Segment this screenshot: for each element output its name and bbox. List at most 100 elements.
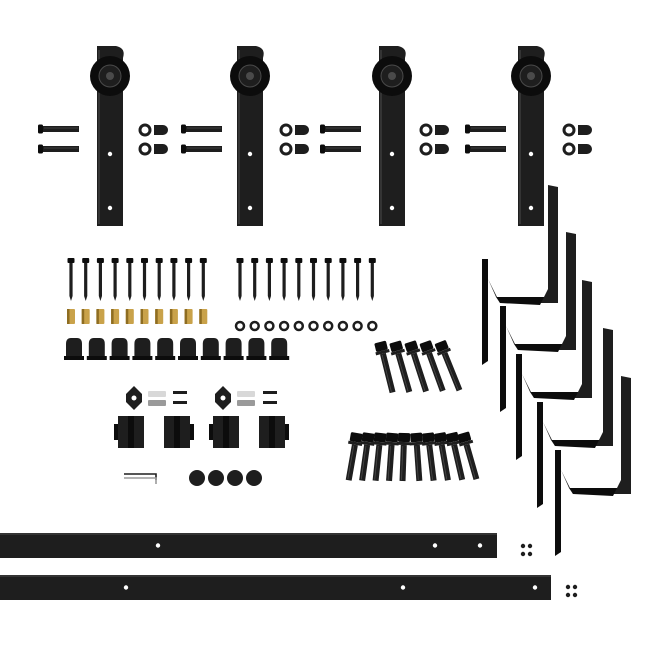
hex-bolt-shank [413,444,423,482]
wall-spacer-body [248,338,265,360]
hanger-hole [107,205,113,211]
washer-ring [562,123,576,137]
lag-screw-shank [297,263,301,301]
hex-bolt-head [374,340,388,352]
washer [322,320,334,332]
washer [367,320,378,332]
stop-bolt [173,391,187,394]
lag-screw-shank [311,263,316,301]
wall-spacer-body [111,338,128,360]
rail-end-screw [565,592,571,598]
carriage-bolt [320,144,361,154]
cap-nut [295,144,309,154]
hex-bolt-washer [436,347,451,356]
hex-bolt-head [389,340,403,352]
hex-bolt-washer [372,441,387,446]
hex-bolt [409,432,424,482]
bracket-arm [543,328,613,446]
track-rail [0,575,551,600]
bracket-wall-plate [516,354,522,460]
bolt-head [181,124,186,134]
hex-bolt [445,431,466,481]
rail-end-screw [565,584,571,590]
hex-bolt-washer [421,348,436,356]
wall-spacer-flange [109,356,130,360]
wall-spacer-flange [64,356,84,360]
bolt-head [465,144,470,154]
bracket-arm [506,232,576,350]
wall-spacer-flange [155,356,176,360]
bolt-shank [470,126,506,132]
hanger-hole [247,151,253,157]
brass-spacer [140,309,149,324]
floor-guide-slot [223,416,229,448]
floor-guide-clip [126,386,142,410]
cap-nut [578,125,592,135]
bracket-wall-plate [482,259,488,365]
hex-bolt-shine [401,445,404,480]
lag-screw [324,258,332,301]
wall-spacer-body [157,338,174,360]
lag-screw-head [111,258,119,263]
hanger [372,46,412,226]
wall-spacer [200,338,221,360]
wall-spacer-body [134,338,151,360]
hex-bolt-head [445,431,459,443]
stop-bolt [263,401,277,404]
brass-spacer [96,309,105,324]
bolt-head [320,124,325,134]
lag-screw-head [368,258,376,263]
silver-spacer [148,391,166,397]
wall-spacer-flange [86,356,107,360]
lag-screw-head [126,258,134,263]
lag-screw [368,258,376,301]
bracket-arm [522,280,592,398]
bolt-shank [43,146,79,152]
rail-hole [123,585,129,590]
wall-spacer [178,338,198,360]
cap-nut [295,125,309,135]
hex-bolt [345,432,363,481]
wall-spacer-flange [178,356,198,360]
lag-screw [199,258,207,301]
hex-bolt-shank [345,444,358,481]
hex-bolt-shank [372,444,383,482]
lag-screw-head [96,258,104,263]
l-bracket-group [482,185,631,556]
hex-bolt-shank [426,444,437,482]
floor-guide [209,416,239,448]
lag-screw [185,258,193,301]
lag-screw-shank [282,263,286,301]
washer-ring [419,123,433,137]
nut-pair [138,123,168,137]
hex-bolt-shine [397,354,409,392]
rail-hole [400,585,406,590]
bracket-wall-plate [537,402,543,508]
lag-screw [265,258,273,301]
bolt-head [181,144,186,154]
wall-spacer [109,338,130,360]
l-bracket [500,232,576,412]
bolt-head [38,144,43,154]
brass-spacer [155,309,164,324]
bolt-shank [325,146,361,152]
washer-ring [138,123,152,137]
lag-screw-shank [157,263,161,301]
brass-spacer-shade [184,309,188,324]
l-bracket [516,280,592,460]
hex-bolt [372,432,387,482]
wall-spacer [155,338,176,360]
lag-screw-shank [84,263,88,301]
floor-guide [114,416,144,448]
track-rail [0,533,497,558]
hex-bolt [396,432,411,482]
lag-screw-head [170,258,178,263]
washer-ring [279,123,293,137]
hex-bolt-washer [409,441,424,446]
bolt-shank [186,126,222,132]
hex-bolt-washer [375,349,390,356]
nut-pair [419,142,449,156]
hanger-hole [528,205,534,211]
hex-bolt-washer [390,348,406,356]
bolt-shank [470,146,506,152]
